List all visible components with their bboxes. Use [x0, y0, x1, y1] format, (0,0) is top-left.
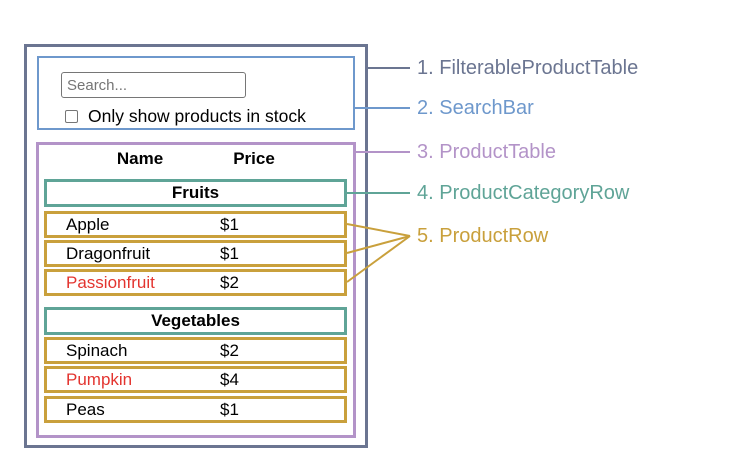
label-product-category-row: 4. ProductCategoryRow [417, 182, 630, 204]
product-price: $4 [220, 370, 239, 389]
filterable-product-table-box [24, 44, 368, 448]
product-name: Dragonfruit [66, 244, 151, 263]
product-price: $2 [220, 341, 239, 360]
product-price: $1 [220, 215, 239, 234]
product-row: Pumpkin $4 [44, 366, 347, 393]
product-name: Spinach [66, 341, 128, 360]
search-input[interactable] [61, 72, 246, 98]
label-product-row: 5. ProductRow [417, 225, 549, 247]
label-search-bar: 2. SearchBar [417, 97, 534, 119]
product-row: Passionfruit $2 [44, 269, 347, 296]
product-name-out-of-stock: Passionfruit [66, 273, 155, 292]
column-header-name: Name [116, 149, 164, 168]
product-name-out-of-stock: Pumpkin [66, 370, 133, 389]
product-price: $2 [220, 273, 239, 292]
category-row-vegetables: Vegetables [44, 307, 347, 335]
product-table-box [36, 142, 356, 438]
product-name: Peas [66, 400, 105, 419]
product-row: Peas $1 [44, 396, 347, 423]
product-name: Apple [66, 215, 110, 234]
product-row: Spinach $2 [44, 337, 347, 364]
product-price: $1 [220, 400, 239, 419]
in-stock-checkbox-label: Only show products in stock [88, 105, 306, 126]
search-bar-box [37, 56, 355, 130]
in-stock-filter[interactable]: Only show products in stock [65, 105, 306, 127]
product-row: Dragonfruit $1 [44, 240, 347, 267]
in-stock-checkbox[interactable] [65, 109, 78, 123]
connector-productrow-3 [346, 235, 411, 283]
product-price: $1 [220, 244, 239, 263]
connector-productrow-2 [346, 235, 411, 254]
connector-productrow-1 [346, 223, 411, 237]
column-header-price: Price [233, 149, 275, 168]
product-row: Apple $1 [44, 211, 347, 238]
label-product-table: 3. ProductTable [417, 141, 556, 163]
label-filterable-product-table: 1. FilterableProductTable [417, 57, 639, 79]
category-row-fruits: Fruits [44, 179, 347, 207]
